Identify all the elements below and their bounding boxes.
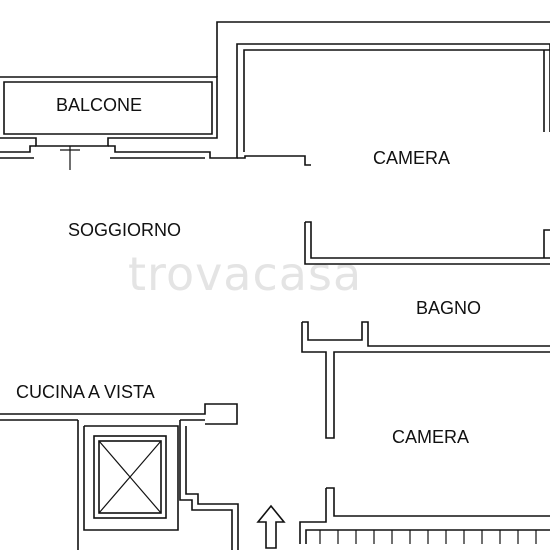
bottom-bedroom-walls: [299, 487, 550, 544]
room-label-bagno: BAGNO: [416, 298, 481, 318]
bathroom-top-wall: [304, 221, 550, 265]
bathroom-bottom-wall: [301, 321, 550, 439]
room-label-balcone: BALCONE: [56, 95, 142, 115]
balcony-walls: [0, 76, 218, 170]
room-label-camera-top: CAMERA: [373, 148, 450, 168]
room-label-cucina: CUCINA A VISTA: [16, 382, 155, 402]
crossed-box-icon: [93, 435, 167, 519]
kitchen-walls: [0, 403, 239, 550]
watermark-text: trovacasa: [128, 247, 362, 301]
top-bedroom-walls: [0, 21, 550, 166]
up-arrow-icon: [256, 504, 286, 549]
room-label-camera-bottom: CAMERA: [392, 427, 469, 447]
room-label-soggiorno: SOGGIORNO: [68, 220, 181, 240]
